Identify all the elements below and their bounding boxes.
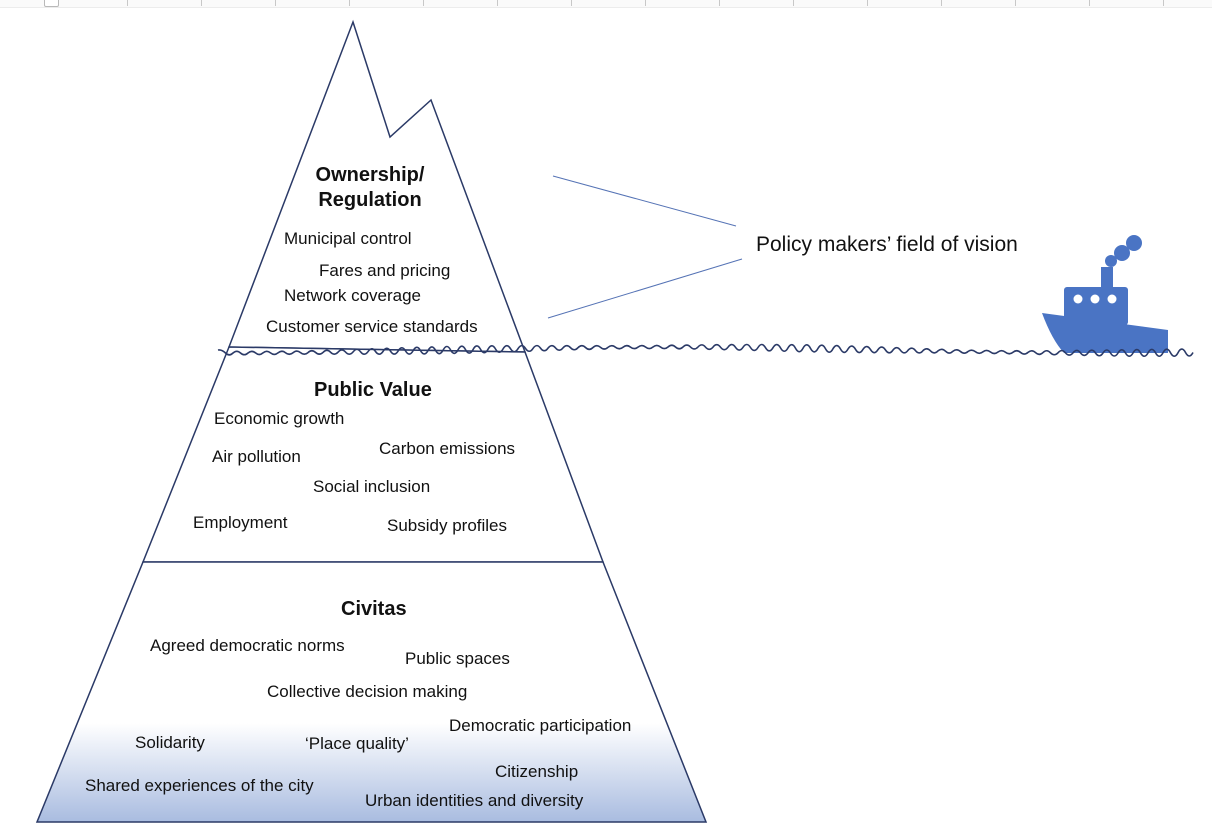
ownership-title-line2: Regulation bbox=[318, 189, 422, 211]
ownership-title-line1: Ownership/ bbox=[315, 164, 425, 186]
public-value-item: Social inclusion bbox=[313, 477, 431, 496]
porthole-1 bbox=[1073, 294, 1083, 304]
ship-cabin bbox=[1064, 287, 1128, 325]
ruler-tick bbox=[423, 0, 424, 6]
civitas-item: Agreed democratic norms bbox=[150, 636, 345, 655]
public-value-item: Employment bbox=[193, 513, 288, 532]
ruler-tick bbox=[201, 0, 202, 6]
ruler-tick bbox=[497, 0, 498, 6]
ship-icon bbox=[1042, 235, 1168, 353]
civitas-item: Public spaces bbox=[405, 649, 510, 668]
public-value-title: Public Value bbox=[314, 379, 432, 401]
ruler-tick bbox=[645, 0, 646, 6]
ruler-tick bbox=[349, 0, 350, 6]
waterline-wave bbox=[217, 343, 1194, 358]
civitas-title: Civitas bbox=[341, 598, 407, 620]
civitas-band bbox=[35, 561, 708, 823]
civitas-item: Shared experiences of the city bbox=[85, 776, 314, 795]
vision-label: Policy makers’ field of vision bbox=[756, 233, 1018, 256]
ship-stack bbox=[1101, 267, 1113, 289]
civitas-item: Solidarity bbox=[135, 733, 205, 752]
porthole-3 bbox=[1107, 294, 1117, 304]
smoke-puff-3 bbox=[1126, 235, 1142, 251]
ruler-tick bbox=[719, 0, 720, 6]
civitas-item: Citizenship bbox=[495, 762, 579, 781]
ownership-item: Network coverage bbox=[284, 286, 422, 305]
public-value-item: Air pollution bbox=[212, 447, 301, 466]
smoke-puff-2 bbox=[1114, 245, 1130, 261]
ownership-title: Ownership/ Regulation bbox=[300, 163, 440, 213]
checkbox-icon bbox=[44, 0, 59, 7]
vision-line-upper bbox=[552, 175, 737, 227]
ruler-tick bbox=[1163, 0, 1164, 6]
iceberg-tip bbox=[227, 19, 527, 353]
porthole-2 bbox=[1090, 294, 1100, 304]
vision-line-lower bbox=[547, 258, 743, 319]
ruler-tick bbox=[941, 0, 942, 6]
ruler-tick bbox=[127, 0, 128, 6]
public-value-item: Economic growth bbox=[214, 409, 345, 428]
public-value-item: Subsidy profiles bbox=[387, 516, 508, 535]
ruler-tick bbox=[1015, 0, 1016, 6]
ownership-item: Municipal control bbox=[284, 229, 412, 248]
civitas-item: Urban identities and diversity bbox=[365, 791, 584, 810]
ruler-tick bbox=[275, 0, 276, 6]
ruler-tick bbox=[1089, 0, 1090, 6]
public-value-item: Carbon emissions bbox=[379, 439, 516, 458]
ruler-tick bbox=[571, 0, 572, 6]
civitas-item: ‘Place quality’ bbox=[305, 734, 409, 753]
ruler-tick bbox=[867, 0, 868, 6]
ruler-tick bbox=[793, 0, 794, 6]
civitas-item: Democratic participation bbox=[449, 716, 632, 735]
ownership-item: Fares and pricing bbox=[319, 261, 451, 280]
ownership-item: Customer service standards bbox=[266, 317, 478, 336]
civitas-item: Collective decision making bbox=[267, 682, 468, 701]
ruler-bar bbox=[0, 0, 1212, 8]
smoke-puff-1 bbox=[1105, 255, 1117, 267]
